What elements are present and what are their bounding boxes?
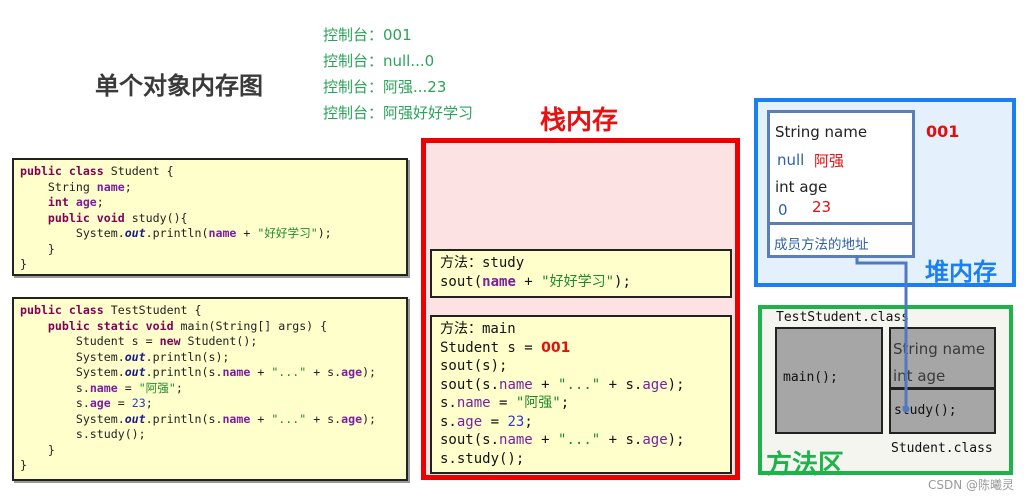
code-line: s.age = 23; [20, 396, 153, 410]
code-line: sout(s.name + "..." + s.age); [440, 432, 685, 448]
code-line: public void study(){ [20, 210, 188, 225]
heap-memory-title: 堆内存 [925, 258, 997, 286]
field-name-label: String name [775, 123, 868, 141]
object-address: 001 [541, 339, 571, 356]
console-line: 控制台：阿强好好学习 [323, 104, 474, 122]
test-student-class-box [775, 327, 883, 434]
test-student-class-label: TestStudent.class [776, 310, 910, 325]
student-object [767, 110, 915, 258]
code-line: public class TestStudent { [20, 303, 202, 317]
code-line: public class Student { [20, 164, 174, 178]
field-age-value: 23 [812, 198, 832, 216]
field-age-label: int age [775, 178, 828, 196]
test-student-class-code: public class TestStudent { public static… [12, 297, 408, 481]
code-line: s.name = "阿强"; [440, 395, 570, 411]
code-line: } [20, 241, 55, 256]
console-line: 控制台：null...0 [323, 52, 435, 70]
field-age-default: 0 [778, 201, 788, 219]
code-line: Student s = new Student(); [20, 334, 258, 348]
code-line: sout(name + "好好学习"); [440, 273, 631, 290]
code-line: System.out.println(name + "好好学习"); [20, 226, 332, 240]
method-address-label: 成员方法的地址 [774, 237, 869, 253]
heap-object-address: 001 [926, 122, 960, 141]
code-line: sout(s); [440, 358, 508, 374]
code-line: s.name = "阿强"; [20, 380, 183, 395]
code-line: System.out.println(s); [20, 349, 230, 364]
code-line: String name; [20, 179, 132, 194]
frame-label: 方法：main [440, 321, 516, 337]
code-line: System.out.println(s.name + "..." + s.ag… [20, 365, 377, 379]
code-line: s.age = 23; [440, 413, 533, 430]
code-line: s.study(); [20, 427, 146, 441]
code-line: int age; [20, 195, 104, 209]
watermark: CSDN @陈曦灵 [928, 478, 1015, 492]
object-divider [767, 222, 915, 225]
code-line: s.study(); [440, 450, 525, 467]
student-field-name: String name [893, 340, 986, 358]
diagram-title: 单个对象内存图 [95, 72, 263, 100]
student-study-method: study(); [894, 403, 957, 418]
code-line: } [20, 257, 27, 271]
console-line: 控制台：阿强...23 [323, 78, 447, 96]
code-line: Student s = 001 [440, 339, 571, 356]
console-output: 控制台：001 控制台：null...0 控制台：阿强...23 控制台：阿强好… [323, 22, 473, 126]
main-method-label: main(); [783, 370, 838, 385]
code-line: public static void main(String[] args) { [20, 318, 328, 333]
code-line: sout(s.name + "..." + s.age); [440, 376, 685, 393]
code-line: System.out.println(s.name + "..." + s.ag… [20, 411, 377, 426]
code-line: } [20, 442, 55, 457]
student-class-label: Student.class [891, 441, 993, 456]
console-line: 控制台：001 [323, 26, 412, 44]
study-stack-frame: 方法：study sout(name + "好好学习"); [430, 249, 732, 298]
field-name-default: null [777, 151, 805, 169]
stack-memory-title: 栈内存 [540, 106, 619, 136]
code-line: } [20, 458, 27, 472]
method-area-title: 方法区 [766, 450, 845, 480]
field-name-value: 阿强 [814, 152, 845, 170]
frame-label: 方法：study [440, 255, 525, 271]
student-class-code: public class Student { String name; int … [12, 158, 408, 276]
